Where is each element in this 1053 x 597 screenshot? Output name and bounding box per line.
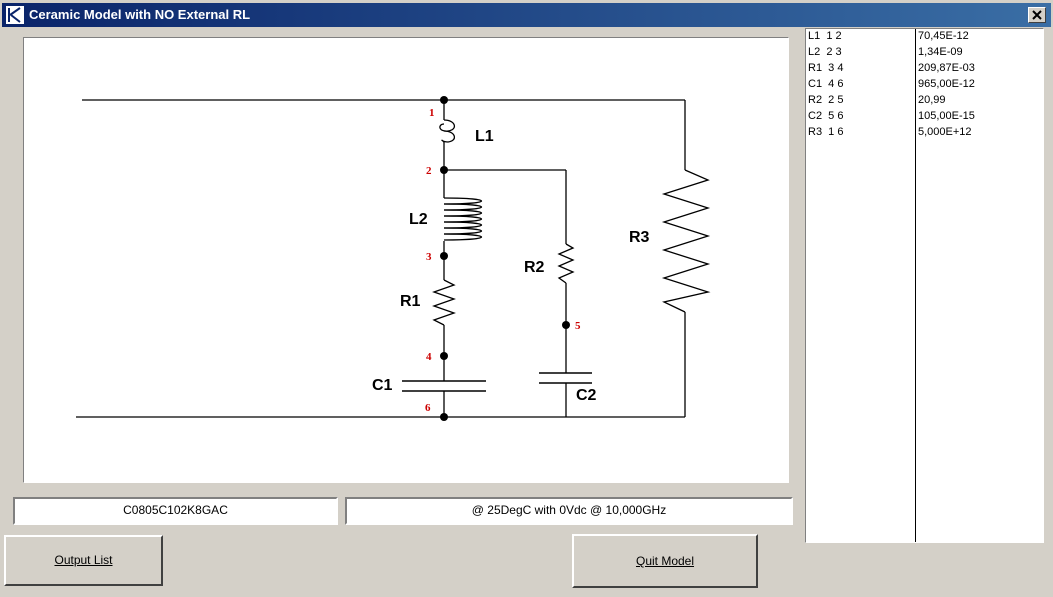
node-label-4: 4	[426, 351, 432, 363]
label-r3: R3	[629, 229, 650, 246]
junction-dot	[440, 166, 448, 174]
part-number-field: C0805C102K8GAC	[13, 497, 338, 525]
inductor-l1	[439, 119, 455, 143]
close-icon	[1032, 10, 1042, 20]
app-logo-icon	[6, 6, 24, 24]
resistor-r3	[661, 169, 711, 313]
netlist-row[interactable]: C1 4 6 965,00E-12	[806, 78, 1043, 94]
netlist-value: 70,45E-12	[918, 30, 969, 42]
netlist-row[interactable]: R2 2 5 20,99	[806, 94, 1043, 110]
schematic-canvas: L1 L2 R1 R2 R3 C1 C2 1 2 3 4 5 6	[23, 37, 789, 483]
resistor-r2	[557, 243, 575, 284]
netlist-row[interactable]: R3 1 6 5,000E+12	[806, 126, 1043, 142]
close-button[interactable]	[1028, 7, 1046, 23]
node-label-2: 2	[426, 165, 432, 177]
netlist-element: C2 5 6	[808, 110, 844, 122]
junction-dot	[440, 96, 448, 104]
label-l2: L2	[409, 211, 428, 228]
netlist-element: L2 2 3	[808, 46, 842, 58]
netlist-value: 965,00E-12	[918, 78, 975, 90]
netlist-row[interactable]: C2 5 6 105,00E-15	[806, 110, 1043, 126]
netlist-element: R1 3 4	[808, 62, 844, 74]
window-title: Ceramic Model with NO External RL	[29, 7, 251, 22]
conditions-field: @ 25DegC with 0Vdc @ 10,000GHz	[345, 497, 793, 525]
label-c2: C2	[576, 387, 597, 404]
junction-dot	[440, 252, 448, 260]
netlist-element: L1 1 2	[808, 30, 842, 42]
circuit-schematic: L1 L2 R1 R2 R3 C1 C2 1 2 3 4 5 6	[76, 96, 711, 421]
title-bar[interactable]: Ceramic Model with NO External RL	[2, 3, 1051, 27]
netlist-element: R2 2 5	[808, 94, 844, 106]
output-list-button[interactable]: Output List	[4, 535, 163, 586]
netlist-row[interactable]: L2 2 3 1,34E-09	[806, 46, 1043, 62]
netlist-value: 1,34E-09	[918, 46, 963, 58]
node-label-1: 1	[429, 107, 435, 119]
netlist-row[interactable]: R1 3 4 209,87E-03	[806, 62, 1043, 78]
junction-dot	[562, 321, 570, 329]
netlist-listbox[interactable]: L1 1 2 70,45E-12 L2 2 3 1,34E-09 R1 3 4 …	[805, 28, 1044, 543]
capacitor-c2	[539, 372, 592, 384]
netlist-value: 209,87E-03	[918, 62, 975, 74]
netlist-element: C1 4 6	[808, 78, 844, 90]
netlist-value: 5,000E+12	[918, 126, 972, 138]
label-l1: L1	[475, 128, 494, 145]
label-c1: C1	[372, 377, 393, 394]
column-divider	[915, 29, 916, 542]
junction-dot	[440, 352, 448, 360]
junction-dot	[440, 413, 448, 421]
netlist-element: R3 1 6	[808, 126, 844, 138]
netlist-value: 105,00E-15	[918, 110, 975, 122]
node-label-5: 5	[575, 320, 581, 332]
label-r2: R2	[524, 259, 545, 276]
netlist-value: 20,99	[918, 94, 946, 106]
node-label-3: 3	[426, 251, 432, 263]
capacitor-c1	[402, 380, 486, 392]
netlist-row[interactable]: L1 1 2 70,45E-12	[806, 30, 1043, 46]
inductor-l2	[443, 197, 482, 241]
label-r1: R1	[400, 293, 421, 310]
resistor-r1	[432, 279, 456, 326]
quit-model-button[interactable]: Quit Model	[572, 534, 758, 588]
node-label-6: 6	[425, 402, 431, 414]
